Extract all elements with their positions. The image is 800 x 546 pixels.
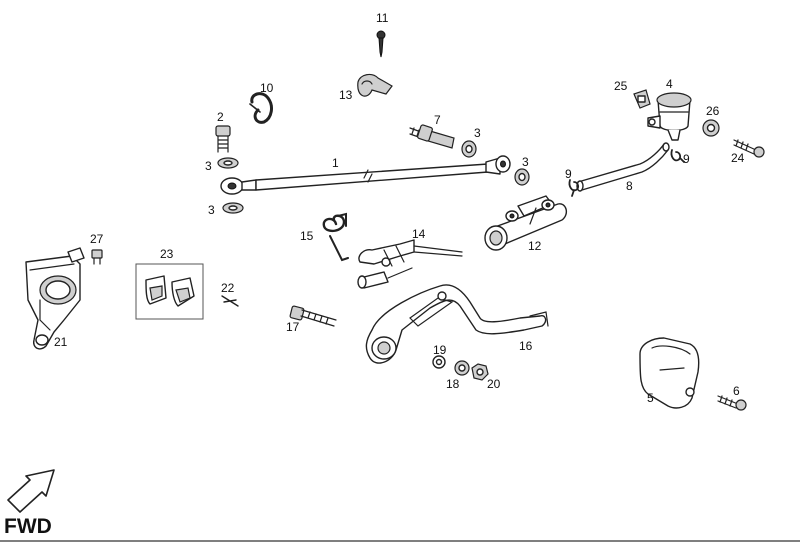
label-part-2: 2 [217,110,224,124]
forward-arrow-icon [7,469,55,513]
label-part-16: 16 [519,339,533,353]
part-11-screw [376,30,386,58]
part-7-bolt [409,124,455,149]
label-part-13: 13 [339,88,353,102]
part-1-brake-rod [220,155,511,195]
part-6-screw [717,395,747,411]
part-26-washer [702,119,720,137]
part-9-hose-clamp-a [568,179,580,197]
part-14-push-rod [357,239,463,289]
label-part-3-b: 3 [208,203,215,217]
label-part-14: 14 [412,227,426,241]
label-part-12: 12 [528,239,542,253]
part-23-brake-pads [135,263,204,320]
part-3-washer-b [222,202,244,214]
part-10-spring-clip [249,92,273,124]
part-12-master-cylinder [484,195,568,251]
label-part-3-d: 3 [522,155,529,169]
label-part-25: 25 [614,79,628,93]
part-27-bleed-screw [91,249,103,265]
part-22-pin [221,295,239,307]
part-3-washer-a [217,157,239,169]
label-part-6: 6 [733,384,740,398]
label-part-3-c: 3 [474,126,481,140]
label-part-9-a: 9 [565,167,572,181]
part-17-pivot-bolt [289,305,337,327]
label-part-10: 10 [260,81,274,95]
label-part-1: 1 [332,156,339,170]
label-part-5: 5 [647,391,654,405]
part-9-hose-clamp-b [670,149,685,163]
part-19-washer [432,355,446,369]
label-part-22: 22 [221,281,235,295]
part-3-washer-c [461,140,477,158]
label-part-8: 8 [626,179,633,193]
label-part-9-b: 9 [683,152,690,166]
label-part-27: 27 [90,232,104,246]
part-15-return-spring [322,212,349,262]
part-16-brake-pedal [365,284,549,364]
fwd-label: FWD [4,515,52,538]
label-part-3-a: 3 [205,159,212,173]
label-part-4: 4 [666,77,673,91]
label-part-23: 23 [160,247,174,261]
part-25-clip [633,89,651,109]
part-8-hose [576,142,670,192]
part-20-nut [471,363,489,381]
part-3-washer-d [514,168,530,186]
label-part-26: 26 [706,104,720,118]
part-5-cover [639,337,700,409]
label-part-18: 18 [446,377,460,391]
label-part-11: 11 [376,11,389,25]
part-4-fluid-reservoir [647,92,692,141]
label-part-24: 24 [731,151,745,165]
label-part-17: 17 [286,320,300,334]
part-18-washer [454,360,470,376]
part-24-screw [733,139,765,158]
part-13-hose-clamp [357,73,393,97]
label-part-21: 21 [54,335,68,349]
label-part-19: 19 [433,343,447,357]
label-part-7: 7 [434,113,441,127]
label-part-20: 20 [487,377,501,391]
label-part-15: 15 [300,229,314,243]
part-2-bolt [215,125,231,153]
part-21-brake-caliper [25,247,85,350]
